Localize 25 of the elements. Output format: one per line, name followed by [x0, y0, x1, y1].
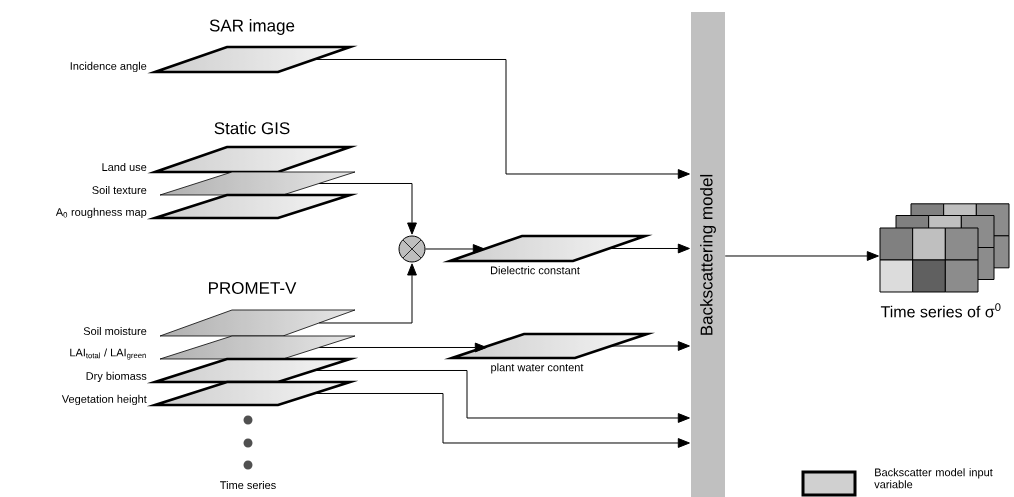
arrow — [608, 243, 690, 254]
arrow — [318, 183, 417, 235]
arrow — [724, 251, 879, 261]
model-bar: Backscattering model — [691, 12, 725, 497]
arrow — [425, 244, 485, 254]
multiply-circle — [398, 235, 426, 263]
legend-text: Backscatter model input variable — [874, 468, 993, 489]
layer-label: A$_{0}$ roughness map — [55, 207, 147, 219]
arrow — [610, 341, 690, 351]
layer-label: Dry biomass — [86, 371, 147, 383]
arrow — [318, 342, 487, 353]
group-heading: PROMET-V — [209, 281, 297, 294]
layer-label: Soil moisture — [83, 326, 147, 336]
node-label: Time series of σ$^{0}$ — [880, 303, 1001, 318]
layer-label: plant water content — [491, 363, 584, 374]
group-heading: Static GIS — [214, 121, 290, 135]
layer-label: LAI$_{total}$ / LAI$_{green}$ — [70, 348, 146, 360]
layer-label: Incidence angle — [70, 61, 147, 73]
layer-label: Vegetation height — [61, 394, 147, 406]
layer-label: Land use — [102, 162, 147, 172]
layer-label: Soil texture — [92, 185, 147, 195]
series-label: Time series — [220, 480, 276, 490]
layer-label: Dielectric constant — [491, 266, 580, 275]
arrow — [313, 59, 690, 179]
arrow — [318, 263, 417, 324]
